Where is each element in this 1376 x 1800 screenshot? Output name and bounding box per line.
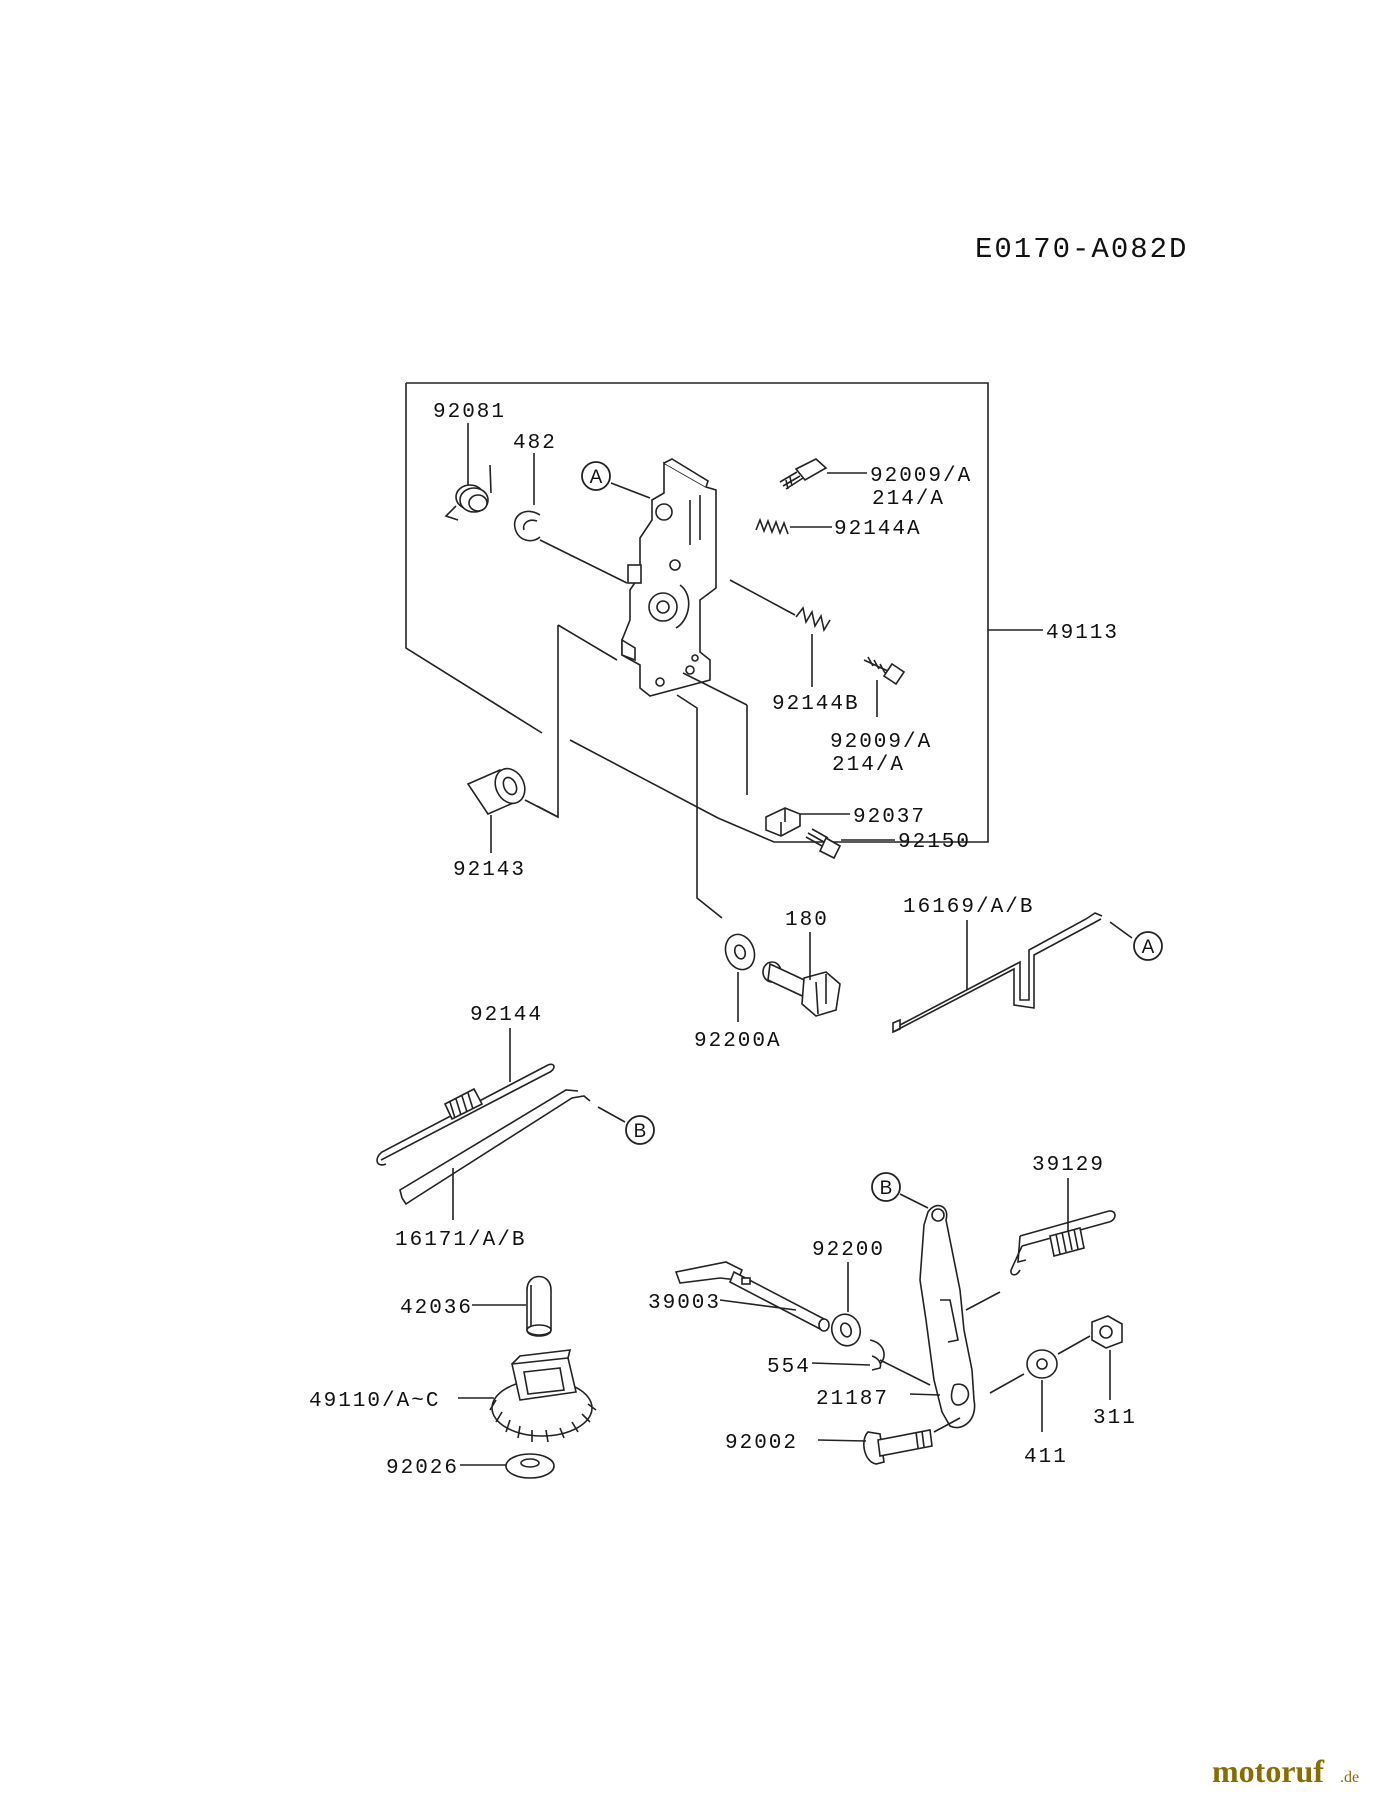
leader-39003	[719, 1299, 797, 1311]
label-39129[interactable]: 39129	[1032, 1154, 1105, 1177]
label-92144A[interactable]: 92144A	[834, 518, 922, 541]
leader-ref-b-lever	[899, 1193, 929, 1209]
ref-a-top[interactable]: A	[581, 461, 611, 491]
svg-text:B: B	[634, 1121, 647, 1142]
leader-21187	[909, 1393, 941, 1396]
label-16169[interactable]: 16169/A/B	[903, 896, 1034, 919]
leader-ref-a-top	[610, 482, 651, 499]
watermark-logo: motoruf .de	[1212, 1753, 1359, 1789]
leader-411-link	[989, 1373, 1025, 1394]
svg-text:B: B	[880, 1178, 893, 1199]
bolt-92009-top-icon[interactable]	[779, 458, 828, 490]
spring-39129-icon[interactable]	[1010, 1210, 1116, 1276]
label-92002[interactable]: 92002	[725, 1432, 798, 1455]
label-92037[interactable]: 92037	[853, 806, 926, 829]
label-411[interactable]: 411	[1024, 1446, 1068, 1469]
label-92026[interactable]: 92026	[386, 1457, 459, 1480]
washer-92200-icon[interactable]	[827, 1310, 864, 1350]
leader-92037-link	[682, 672, 748, 706]
spring-92144B-icon[interactable]	[795, 606, 831, 633]
leader-92002	[817, 1439, 867, 1442]
label-92009-top-a[interactable]: 92009/A	[870, 465, 972, 488]
ref-b-lever[interactable]: B	[871, 1172, 901, 1202]
leader-ref-b-left	[597, 1106, 626, 1123]
gear-49110-icon[interactable]	[489, 1349, 597, 1443]
bolt-92009-lower-icon[interactable]	[863, 656, 906, 686]
label-92144[interactable]: 92144	[470, 1004, 543, 1027]
spring-92081-icon[interactable]	[444, 464, 492, 521]
label-92200A[interactable]: 92200A	[694, 1030, 782, 1053]
ref-a-right[interactable]: A	[1133, 931, 1163, 961]
label-92081[interactable]: 92081	[433, 401, 506, 424]
leader-554-link	[879, 1359, 931, 1386]
spring-92144-icon[interactable]	[376, 1063, 555, 1166]
bolt-92150-icon[interactable]	[805, 828, 842, 860]
pin-42036-icon[interactable]	[526, 1275, 552, 1337]
label-21187[interactable]: 21187	[816, 1388, 889, 1411]
label-92009-lower-b[interactable]: 214/A	[832, 754, 905, 777]
leader-plate-washer	[676, 694, 723, 919]
label-311[interactable]: 311	[1093, 1407, 1137, 1430]
nut-311-icon[interactable]	[1091, 1315, 1123, 1349]
bolt-92002-icon[interactable]	[863, 1429, 933, 1465]
clip-92037-icon[interactable]	[765, 807, 801, 837]
label-92150[interactable]: 92150	[898, 831, 971, 854]
label-92144B[interactable]: 92144B	[772, 693, 860, 716]
rod-16169-icon[interactable]	[892, 912, 1103, 1034]
label-39003[interactable]: 39003	[648, 1292, 721, 1315]
svg-text:A: A	[590, 467, 603, 488]
label-92009-lower-a[interactable]: 92009/A	[830, 731, 932, 754]
leader-ref-a-right	[1109, 921, 1133, 939]
washer-92026-icon[interactable]	[505, 1453, 555, 1479]
svg-text:A: A	[1142, 937, 1155, 958]
label-482[interactable]: 482	[513, 432, 557, 455]
spring-92144A-icon[interactable]	[755, 517, 789, 536]
label-92200[interactable]: 92200	[812, 1239, 885, 1262]
leader-311-link	[1057, 1335, 1091, 1355]
bolt-180-icon[interactable]	[762, 961, 841, 1017]
label-554[interactable]: 554	[767, 1356, 811, 1379]
svg-text:.de: .de	[1340, 1769, 1359, 1786]
control-plate-icon[interactable]	[621, 458, 717, 697]
label-92009-top-b[interactable]: 214/A	[872, 488, 945, 511]
leader-92143-link	[524, 799, 559, 818]
rod-16171-icon[interactable]	[399, 1089, 591, 1206]
assembly-frame	[405, 382, 989, 843]
leader-92144B-link	[729, 579, 796, 616]
lever-21187-icon[interactable]	[919, 1204, 976, 1429]
label-16171[interactable]: 16171/A/B	[395, 1229, 526, 1252]
diagram-code: E0170-A082D	[975, 233, 1188, 266]
collar-92143-icon[interactable]	[466, 764, 530, 816]
washer-92200A-icon[interactable]	[721, 930, 760, 973]
leader-482-b	[539, 539, 628, 584]
label-42036[interactable]: 42036	[400, 1297, 473, 1320]
eclip-482-icon[interactable]	[513, 510, 541, 542]
washer-411-icon[interactable]	[1026, 1349, 1058, 1379]
label-180[interactable]: 180	[785, 909, 829, 932]
leader-554	[811, 1362, 871, 1366]
ref-b-left[interactable]: B	[625, 1115, 655, 1145]
label-49113[interactable]: 49113	[1046, 622, 1119, 645]
label-49110[interactable]: 49110/A~C	[309, 1390, 440, 1413]
svg-text:motoruf: motoruf	[1212, 1753, 1324, 1789]
label-92143[interactable]: 92143	[453, 859, 526, 882]
pin-554-icon[interactable]	[869, 1339, 885, 1371]
leader-92002-link	[933, 1417, 961, 1433]
leader-39129-link	[965, 1291, 1001, 1311]
shaft-39003-icon[interactable]	[674, 1261, 830, 1332]
